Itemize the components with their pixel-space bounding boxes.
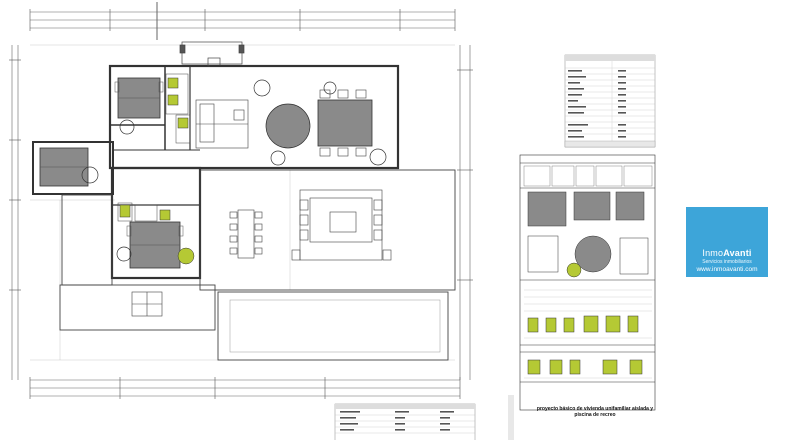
inmoavanti-logo[interactable]: InmoAvanti Servicios inmobiliarios www.i… (686, 207, 768, 277)
terraces (59, 169, 456, 361)
schedule-header-cells (523, 165, 653, 187)
area-table-top (564, 54, 656, 148)
bathroom-outlines (117, 73, 191, 222)
construction-grid (30, 44, 455, 361)
bottom-area-table (334, 403, 476, 440)
side-strip (508, 395, 514, 440)
entry (179, 41, 245, 67)
room-fills (39, 77, 373, 269)
dining-table (317, 99, 373, 147)
project-title: proyecto básico de vivienda unifamiliar … (536, 406, 654, 418)
kitchen (195, 99, 249, 149)
dimension-lines (11, 2, 471, 397)
schedule-fixtures (527, 315, 643, 375)
outdoor-dining (229, 209, 263, 259)
dining-chairs (319, 89, 367, 157)
brand-website[interactable]: www.inmoavanti.com (696, 266, 758, 273)
dimension-ticks (9, 9, 473, 399)
outdoor-shower (131, 291, 163, 317)
bathroom-fixtures (119, 77, 195, 265)
window-marks (120, 65, 399, 279)
schedule-beds (527, 191, 649, 278)
brand-name: InmoAvanti (702, 248, 752, 258)
furniture-lines (40, 81, 184, 246)
schedule-row-lines (524, 289, 652, 379)
outdoor-lounge (291, 189, 392, 261)
round-elements (81, 79, 387, 262)
brand-tagline: Servicios inmobiliarios (702, 259, 752, 265)
